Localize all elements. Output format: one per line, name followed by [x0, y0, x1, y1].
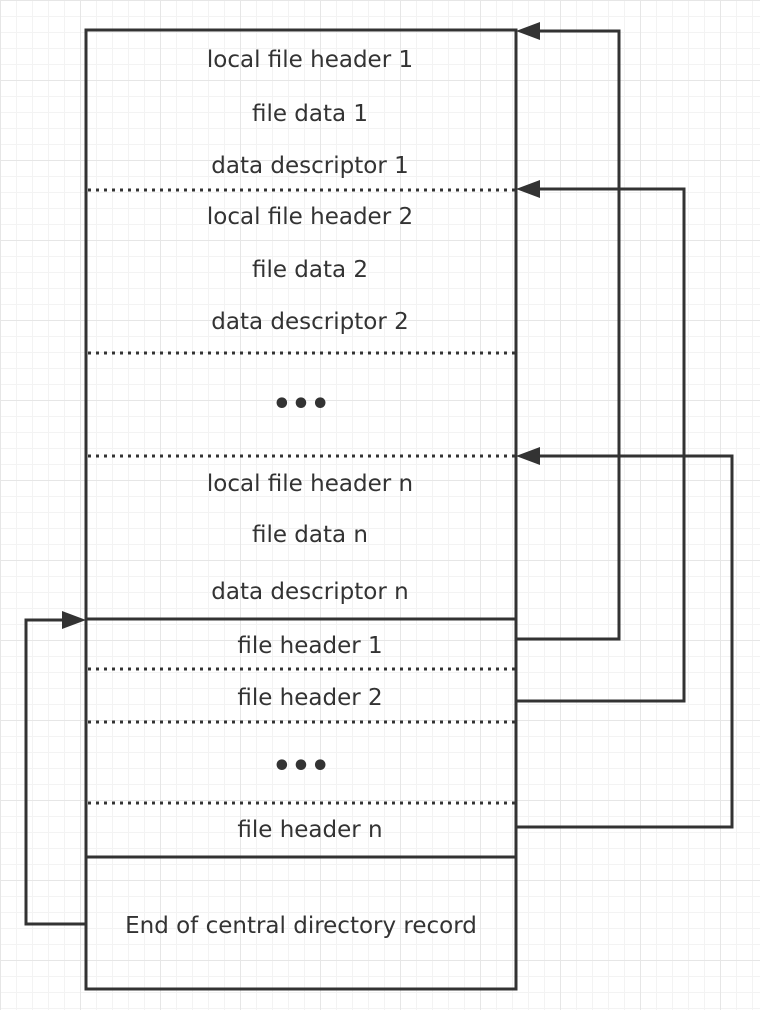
- arrowhead-lfh2: [516, 180, 540, 198]
- file-data-1-label: file data 1: [252, 101, 368, 127]
- connector-fh1-to-lfh1: [516, 29, 621, 641]
- data-descriptor-2-label: data descriptor 2: [211, 309, 408, 335]
- file-header-2-label: file header 2: [237, 685, 382, 711]
- central-directory-ellipsis: •••: [272, 749, 330, 784]
- connector-fhn-to-lfhn: [516, 454, 734, 829]
- local-file-header-1-label: local file header 1: [207, 47, 413, 73]
- end-of-central-directory-label: End of central directory record: [125, 913, 477, 939]
- local-file-header-n-label: local file header n: [207, 471, 413, 497]
- file-header-1-label: file header 1: [237, 633, 382, 659]
- file-data-2-label: file data 2: [252, 257, 368, 283]
- arrowhead-lfh1: [516, 22, 540, 40]
- connector-eocd-to-central-directory: [24, 618, 86, 926]
- file-data-n-label: file data n: [252, 522, 368, 548]
- data-descriptor-1-label: data descriptor 1: [211, 153, 408, 179]
- local-entries-ellipsis: •••: [272, 387, 330, 422]
- local-file-header-2-label: local file header 2: [207, 204, 413, 230]
- arrowhead-lfhn: [516, 447, 540, 465]
- connector-fh2-to-lfh2: [516, 187, 686, 703]
- data-descriptor-n-label: data descriptor n: [211, 579, 408, 605]
- file-header-n-label: file header n: [237, 817, 382, 843]
- arrowhead-central-directory: [62, 611, 86, 629]
